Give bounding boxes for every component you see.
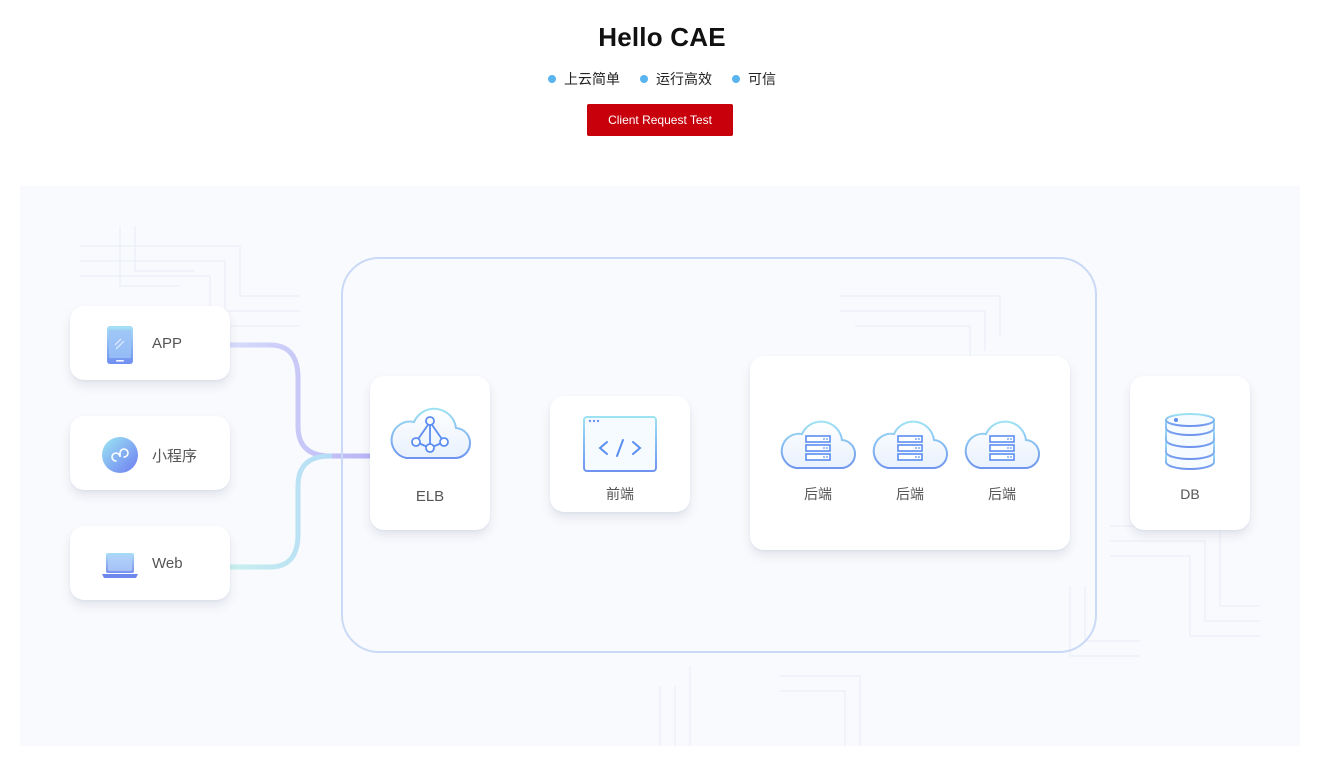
feature-label: 可信	[748, 71, 776, 87]
bullet-dot-icon	[640, 75, 648, 83]
cloud-server-icon	[964, 420, 1041, 470]
elb-card: ELB	[370, 376, 490, 530]
backend-label: 后端	[804, 486, 832, 502]
feature-item: 上云简单	[548, 69, 620, 89]
client-card-web: Web	[70, 526, 230, 600]
client-label: 小程序	[152, 448, 198, 465]
feature-label: 上云简单	[564, 71, 620, 87]
client-label: APP	[152, 335, 183, 352]
page-title: Hello CAE	[598, 22, 726, 52]
mobile-phone-icon	[107, 326, 133, 364]
cae-environment-frame	[341, 257, 1097, 653]
backend-node: 后端	[964, 414, 1041, 504]
database-icon	[1165, 413, 1215, 470]
feature-list: 上云简单 运行高效 可信	[0, 69, 1324, 89]
feature-item: 可信	[732, 69, 776, 89]
backend-label: 后端	[896, 486, 924, 502]
client-request-test-button[interactable]: Client Request Test	[587, 104, 733, 136]
db-card: DB	[1130, 376, 1250, 530]
bullet-dot-icon	[548, 75, 556, 83]
feature-label: 运行高效	[656, 71, 712, 87]
frontend-label: 前端	[606, 486, 634, 502]
frontend-card: 前端	[550, 396, 690, 512]
client-card-app: APP	[70, 306, 230, 380]
cloud-load-balancer-icon	[390, 407, 472, 460]
client-label: Web	[152, 555, 183, 572]
backend-group-card: 后端 后端	[750, 356, 1070, 550]
client-card-mini-program: 小程序	[70, 416, 230, 490]
code-window-icon	[583, 416, 657, 472]
bullet-dot-icon	[732, 75, 740, 83]
mini-program-icon	[102, 437, 138, 473]
laptop-icon	[102, 553, 138, 578]
backend-label: 后端	[988, 486, 1016, 502]
architecture-diagram: APP 小程序	[20, 186, 1300, 746]
cloud-server-icon	[780, 420, 857, 470]
backend-node: 后端	[780, 414, 857, 504]
cloud-server-icon	[872, 420, 949, 470]
elb-label: ELB	[415, 488, 445, 505]
feature-item: 运行高效	[640, 69, 712, 89]
backend-node: 后端	[872, 414, 949, 504]
db-label: DB	[1180, 486, 1200, 502]
